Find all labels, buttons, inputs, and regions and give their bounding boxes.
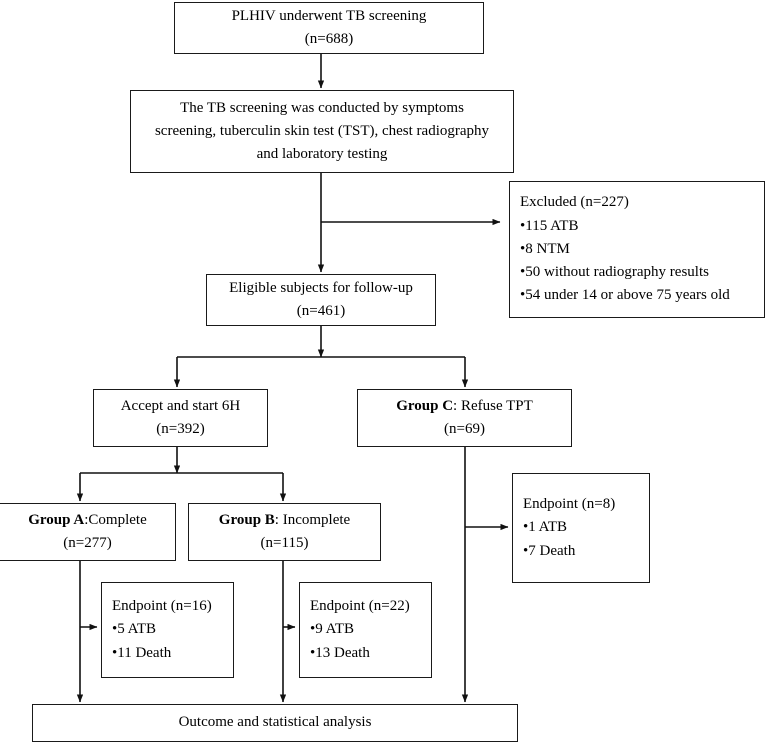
group-c-label: Group C: Refuse TPT <box>396 395 533 418</box>
endpoint-b-death: •13 Death <box>310 644 370 661</box>
node-eligible: Eligible subjects for follow-up (n=461) <box>206 274 436 326</box>
excluded-item-age: •54 under 14 or above 75 years old <box>520 287 730 304</box>
screening-methods-line1: The TB screening was conducted by sympto… <box>180 99 464 116</box>
node-endpoint-group-a: Endpoint (n=16) •5 ATB •11 Death <box>101 582 234 678</box>
group-c-count: (n=69) <box>444 421 485 437</box>
group-c-label-bold: Group C <box>396 397 454 414</box>
node-outcome: Outcome and statistical analysis <box>32 704 518 742</box>
endpoint-b-atb: •9 ATB <box>310 621 355 638</box>
node-screening-total: PLHIV underwent TB screening (n=688) <box>174 2 484 54</box>
endpoint-b-header: Endpoint (n=22) <box>310 598 410 615</box>
excluded-item-atb: •115 ATB <box>520 217 579 234</box>
outcome-line1: Outcome and statistical analysis <box>178 714 372 731</box>
node-endpoint-group-b: Endpoint (n=22) •9 ATB •13 Death <box>299 582 432 678</box>
node-group-b: Group B: Incomplete (n=115) <box>188 503 381 561</box>
group-a-label: Group A:Complete <box>28 509 147 532</box>
group-a-count: (n=277) <box>63 535 112 551</box>
group-c-label-rest: : Refuse TPT <box>453 397 533 414</box>
endpoint-a-atb: •5 ATB <box>112 621 157 638</box>
node-group-a: Group A:Complete (n=277) <box>0 503 176 561</box>
excluded-item-ntm: •8 NTM <box>520 240 570 257</box>
node-excluded: Excluded (n=227) •115 ATB •8 NTM •50 wit… <box>509 181 765 318</box>
endpoint-c-header: Endpoint (n=8) <box>523 496 616 513</box>
screening-total-count: (n=688) <box>304 31 354 47</box>
eligible-count: (n=461) <box>296 303 346 319</box>
node-screening-methods: The TB screening was conducted by sympto… <box>130 90 514 173</box>
excluded-header: Excluded (n=227) <box>520 194 629 211</box>
screening-methods-line3: and laboratory testing <box>256 146 388 163</box>
endpoint-c-atb: •1 ATB <box>523 519 568 536</box>
group-a-label-bold: Group A <box>28 511 85 528</box>
group-b-label: Group B: Incomplete <box>219 509 350 532</box>
node-endpoint-group-c: Endpoint (n=8) •1 ATB •7 Death <box>512 473 650 583</box>
endpoint-c-death: •7 Death <box>523 542 576 559</box>
group-b-label-rest: : Incomplete <box>274 511 351 528</box>
excluded-item-no-radiography: •50 without radiography results <box>520 264 709 281</box>
eligible-line1: Eligible subjects for follow-up <box>229 279 413 296</box>
accept-6h-count: (n=392) <box>156 421 205 437</box>
screening-total-line1: PLHIV underwent TB screening <box>231 7 427 24</box>
accept-6h-line1: Accept and start 6H <box>120 397 241 414</box>
group-a-label-rest: :Complete <box>84 511 147 528</box>
group-b-count: (n=115) <box>260 535 309 551</box>
group-b-label-bold: Group B <box>218 511 275 528</box>
node-accept-6h: Accept and start 6H (n=392) <box>93 389 268 447</box>
screening-methods-line2: screening, tuberculin skin test (TST), c… <box>154 122 490 139</box>
endpoint-a-header: Endpoint (n=16) <box>112 598 212 615</box>
endpoint-a-death: •11 Death <box>112 644 172 661</box>
node-group-c: Group C: Refuse TPT (n=69) <box>357 389 572 447</box>
